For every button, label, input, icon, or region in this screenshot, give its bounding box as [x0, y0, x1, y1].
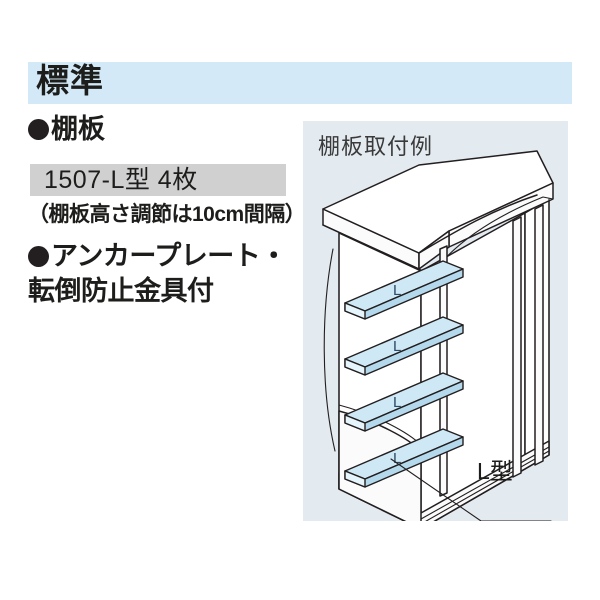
diagram-panel-title: 棚板取付例	[318, 134, 434, 159]
shelf-board-4: L	[344, 428, 464, 488]
anchor-heading: アンカープレート・	[28, 238, 308, 274]
anchor-heading-label: アンカープレート・	[51, 241, 287, 271]
shelf-label-3: L	[393, 394, 401, 411]
page-title: 標準	[36, 62, 104, 99]
shelf-heading-label: 棚板	[51, 114, 105, 144]
shelf-height-note: （棚板高さ調節は10cm間隔）	[28, 203, 306, 226]
header-band	[28, 62, 572, 104]
shelf-board-3: L	[344, 372, 464, 432]
leader-label-l-type: L型	[477, 458, 513, 484]
shelf-label-1: L	[393, 282, 401, 299]
shelf-label-4: L	[393, 450, 401, 467]
spec-column: 棚板	[28, 112, 296, 146]
shelf-board-2: L	[344, 316, 464, 376]
shelf-model-label: 1507-L型 4枚	[44, 166, 198, 194]
shelf-model-band	[30, 164, 286, 196]
shelf-installation-diagram: .ln { fill:none; stroke:#231f20; stroke-…	[322, 150, 554, 521]
shelf-board-1: L	[344, 260, 464, 320]
bullet-dot-icon	[28, 246, 49, 267]
shelf-heading: 棚板	[28, 112, 296, 146]
anchor-spec-block: アンカープレート・ 転倒防止金具付	[28, 238, 308, 308]
anchor-heading-line2: 転倒防止金具付	[28, 276, 214, 306]
bullet-dot-icon	[28, 119, 49, 140]
shelf-label-2: L	[393, 338, 401, 355]
